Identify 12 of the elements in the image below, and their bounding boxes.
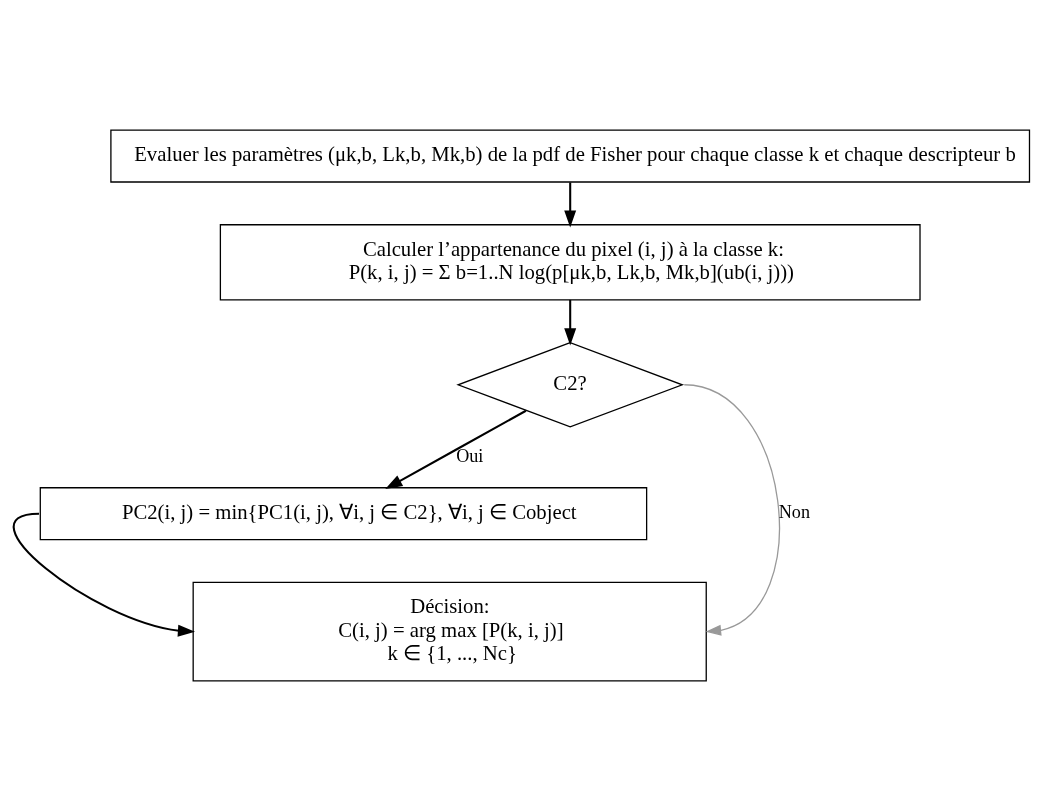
edge-label: Oui bbox=[456, 445, 484, 466]
arrow bbox=[13, 512, 195, 637]
node-box: Evaluer les paramètres (μk,b, Lk,b, Mk,b) de la pdf de Fisher pour chaque classe k et chaque descripteur b bbox=[110, 129, 1031, 183]
arrow bbox=[385, 409, 527, 489]
arrow bbox=[564, 182, 577, 228]
arrow bbox=[683, 383, 781, 636]
node-box: Calculer l’appartenance du pixel (i, j) à la classe k: P(k, i, j) = Σ b=1..N log(p[μk,b, Lk,b, Mk,b](ub(i, j))) bbox=[219, 223, 921, 301]
node-box: Décision: C(i, j) = arg max [P(k, i, j)] k ∈ {1, ..., Nc} bbox=[192, 581, 707, 681]
edge-label: Non bbox=[778, 501, 811, 522]
arrow bbox=[564, 299, 577, 345]
node-diamond: C2? bbox=[456, 341, 685, 428]
node-box: PC2(i, j) = min{PC1(i, j), ∀i, j ∈ C2}, ∀i, j ∈ Cobject bbox=[39, 486, 648, 540]
